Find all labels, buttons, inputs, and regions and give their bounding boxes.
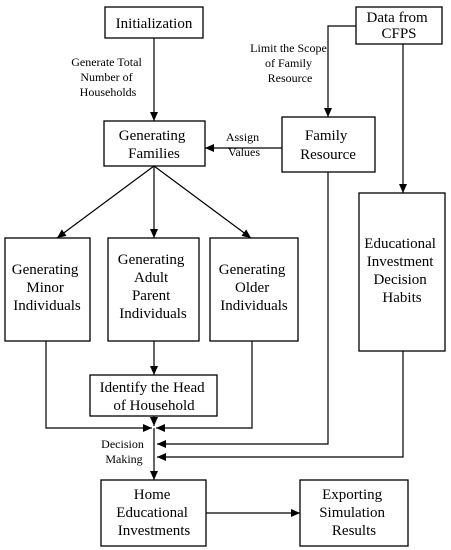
- edge-cfps-to-family-resource: [324, 25, 356, 117]
- node-generating-older-label: Generating Older Individuals: [219, 262, 289, 314]
- node-home-investments-label: Home Educational Investments: [116, 487, 191, 539]
- node-head-of-household-label: Identify the Head of Household: [100, 380, 209, 414]
- node-generating-minor: Generating Minor Individuals: [4, 237, 91, 342]
- node-generating-families: Generating Families: [103, 120, 206, 167]
- edge-older-to-merge: [156, 341, 253, 432]
- edge-families-to-minor: [56, 165, 155, 239]
- node-data-from-cfps-label: Data from CFPS: [367, 10, 432, 42]
- node-exporting-results-label: Exporting Simulation Results: [319, 487, 389, 539]
- node-initialization-label: Initialization: [116, 16, 193, 32]
- node-home-investments: Home Educational Investments: [100, 479, 207, 547]
- node-educational-habits: Educational Investment Decision Habits: [358, 192, 446, 352]
- edge-habits-to-decision: [157, 351, 404, 461]
- label-decision-making: Decision Making: [101, 437, 147, 466]
- node-generating-minor-label: Generating Minor Individuals: [12, 262, 82, 314]
- edge-families-to-older: [153, 165, 252, 239]
- edge-resource-to-decision: [157, 172, 329, 448]
- edge-minor-to-merge: [45, 341, 152, 432]
- node-initialization: Initialization: [104, 6, 204, 39]
- node-generating-families-label: Generating Families: [119, 128, 189, 162]
- node-generating-adult-parent: Generating Adult Parent Individuals: [107, 237, 200, 342]
- label-limit-scope: Limit the Scope of Family Resource: [250, 41, 330, 85]
- node-family-resource: Family Resource: [281, 116, 376, 173]
- node-family-resource-label: Family Resource: [300, 128, 356, 163]
- edges: [45, 25, 407, 517]
- node-data-from-cfps: Data from CFPS: [355, 6, 443, 45]
- label-generate-total: Generate Total Number of Households: [71, 55, 145, 99]
- node-educational-habits-label: Educational Investment Decision Habits: [364, 236, 439, 306]
- node-generating-adult-parent-label: Generating Adult Parent Individuals: [118, 252, 188, 322]
- label-assign-values: Assign Values: [226, 130, 262, 159]
- node-exporting-results: Exporting Simulation Results: [299, 479, 409, 547]
- node-generating-older: Generating Older Individuals: [209, 237, 299, 342]
- node-head-of-household: Identify the Head of Household: [89, 374, 218, 417]
